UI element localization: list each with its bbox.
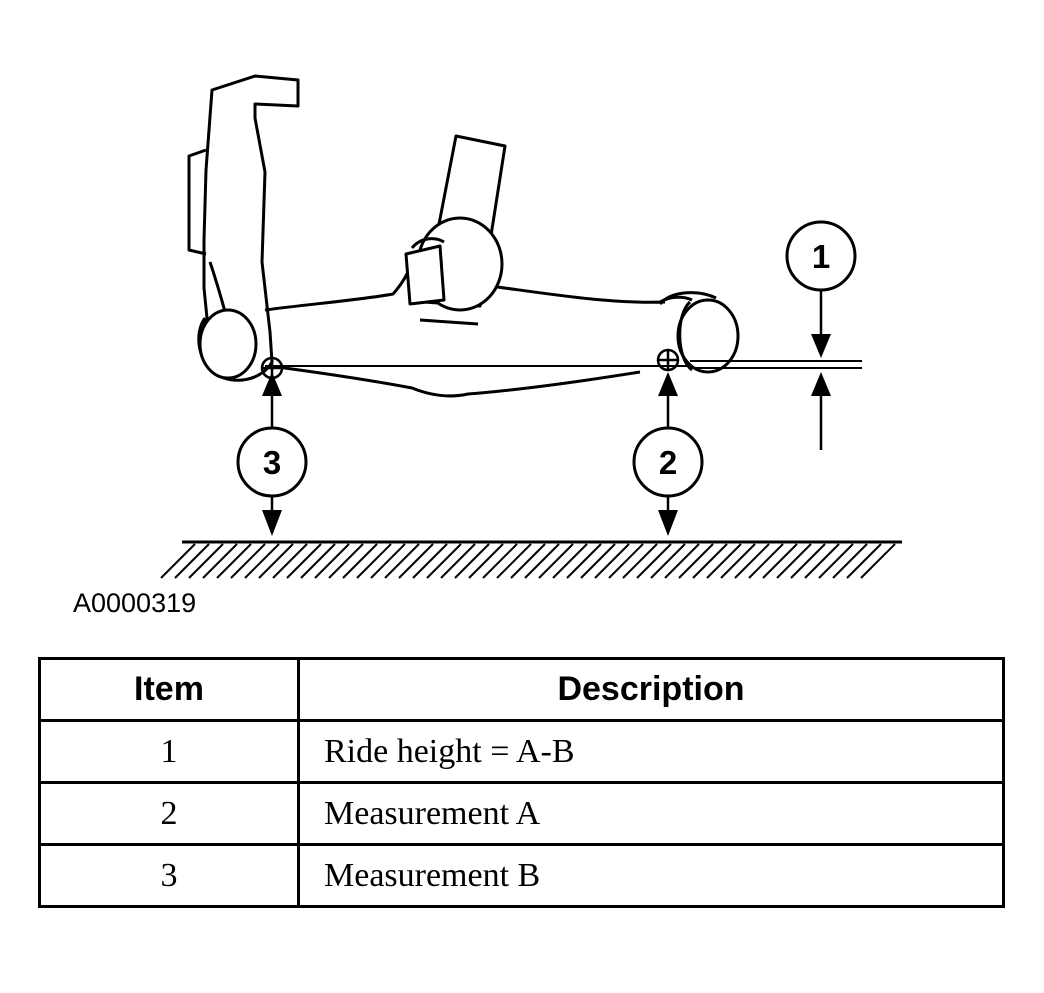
ground-hatch-line <box>636 543 672 579</box>
ground-hatch-line <box>664 543 700 579</box>
suspension-diagram: 1 2 3 A0000319 <box>73 74 902 618</box>
header-item: Item <box>38 657 300 722</box>
ground-hatch-line <box>524 543 560 579</box>
ground-hatch-line <box>440 543 476 579</box>
ground-hatch-line <box>706 543 742 579</box>
table-row: 1 Ride height = A-B <box>38 719 1005 784</box>
ground-hatch-line <box>188 543 224 579</box>
ground-hatch-line <box>860 543 896 579</box>
ground-hatch-line <box>482 543 518 579</box>
ground-surface <box>160 540 902 579</box>
callout-2-label: 2 <box>659 444 677 481</box>
ground-hatch-line <box>804 543 840 579</box>
ground-hatch-line <box>790 543 826 579</box>
ground-hatch-line <box>832 543 868 579</box>
ground-hatch-line <box>468 543 504 579</box>
table-row: 3 Measurement B <box>38 843 1005 908</box>
ground-hatch-line <box>692 543 728 579</box>
reference-lines <box>690 360 862 369</box>
row-description: Measurement A <box>297 781 1005 846</box>
ground-hatch-line <box>398 543 434 579</box>
ground-hatch-line <box>202 543 238 579</box>
ground-hatch-line <box>538 543 574 579</box>
row-description: Ride height = A-B <box>297 719 1005 784</box>
ground-hatch-line <box>454 543 490 579</box>
ground-hatch-line <box>734 543 770 579</box>
callout-1: 1 <box>785 220 857 450</box>
row-item: 1 <box>38 719 300 784</box>
ground-hatch-line <box>776 543 812 579</box>
row-item: 3 <box>38 843 300 908</box>
ground-hatch-line <box>384 543 420 579</box>
ground-hatch-line <box>580 543 616 579</box>
ground-hatch-line <box>258 543 294 579</box>
callout-3-label: 3 <box>263 444 281 481</box>
ground-hatch-line <box>328 543 364 579</box>
ground-hatch-line <box>160 543 196 579</box>
ground-hatch-line <box>762 543 798 579</box>
row-item: 2 <box>38 781 300 846</box>
figure-id: A0000319 <box>73 588 196 618</box>
ground-hatch-line <box>846 543 882 579</box>
row-description: Measurement B <box>297 843 1005 908</box>
ground-hatch-line <box>244 543 280 579</box>
ground-hatch-line <box>272 543 308 579</box>
bushing-illustration <box>198 291 740 380</box>
table-header-row: Item Description <box>38 657 1005 722</box>
ground-hatch-line <box>622 543 658 579</box>
control-arm-illustration <box>264 261 693 398</box>
ground-hatch-line <box>552 543 588 579</box>
ground-hatch-line <box>230 543 266 579</box>
ground-hatch-line <box>342 543 378 579</box>
ground-hatch-line <box>566 543 602 579</box>
callout-3: 3 <box>236 372 308 536</box>
ground-hatch-line <box>216 543 252 579</box>
ground-hatch-line <box>608 543 644 579</box>
legend-table: Item Description 1 Ride height = A-B 2 M… <box>38 657 1005 908</box>
callout-2: 2 <box>632 372 704 536</box>
ground-hatch-line <box>426 543 462 579</box>
ground-hatch-line <box>594 543 630 579</box>
table-row: 2 Measurement A <box>38 781 1005 846</box>
ground-hatch-line <box>496 543 532 579</box>
shock-absorber-illustration <box>404 134 507 312</box>
ground-hatch-line <box>370 543 406 579</box>
ground-hatch-line <box>650 543 686 579</box>
ground-hatch-line <box>286 543 322 579</box>
ground-hatch-line <box>174 543 210 579</box>
ground-hatch-line <box>300 543 336 579</box>
ground-hatch-line <box>678 543 714 579</box>
ground-hatch-line <box>412 543 448 579</box>
ground-hatch-line <box>720 543 756 579</box>
ground-hatch-line <box>748 543 784 579</box>
ground-hatch-line <box>314 543 350 579</box>
header-description: Description <box>297 657 1005 722</box>
callout-1-label: 1 <box>812 238 830 275</box>
ground-hatch-line <box>818 543 854 579</box>
ground-hatch-line <box>356 543 392 579</box>
ground-hatch-line <box>510 543 546 579</box>
